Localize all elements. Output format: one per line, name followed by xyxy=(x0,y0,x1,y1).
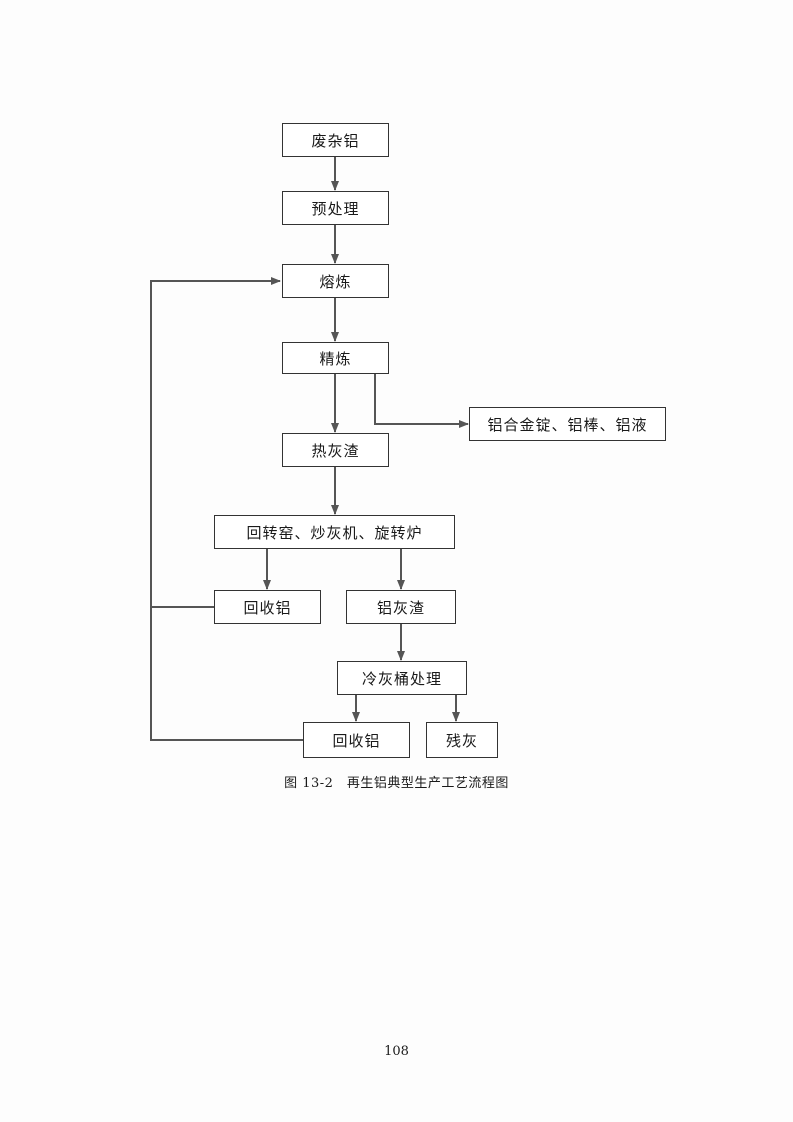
node-refining: 精炼 xyxy=(282,342,389,374)
node-aluminum-dross: 铝灰渣 xyxy=(346,590,456,624)
node-scrap-aluminum: 废杂铝 xyxy=(282,123,389,157)
node-smelting: 熔炼 xyxy=(282,264,389,298)
node-dross-equipment: 回转窑、炒灰机、旋转炉 xyxy=(214,515,455,549)
node-products: 铝合金锭、铝棒、铝液 xyxy=(469,407,666,441)
page-number: 108 xyxy=(384,1044,409,1059)
arrow-refining-to-products xyxy=(374,374,469,428)
node-recovered-aluminum-1: 回收铝 xyxy=(214,590,321,624)
figure-caption: 图 13-2 再生铝典型生产工艺流程图 xyxy=(284,776,509,791)
node-pretreatment: 预处理 xyxy=(282,191,389,225)
node-recovered-aluminum-2: 回收铝 xyxy=(303,722,410,758)
node-hot-dross: 热灰渣 xyxy=(282,433,389,467)
feedback-recovered2-to-loop xyxy=(150,607,303,741)
feedback-recovered1-to-smelting xyxy=(150,277,281,608)
node-cold-dross-treatment: 冷灰桶处理 xyxy=(337,661,467,695)
node-residual-ash: 残灰 xyxy=(426,722,498,758)
